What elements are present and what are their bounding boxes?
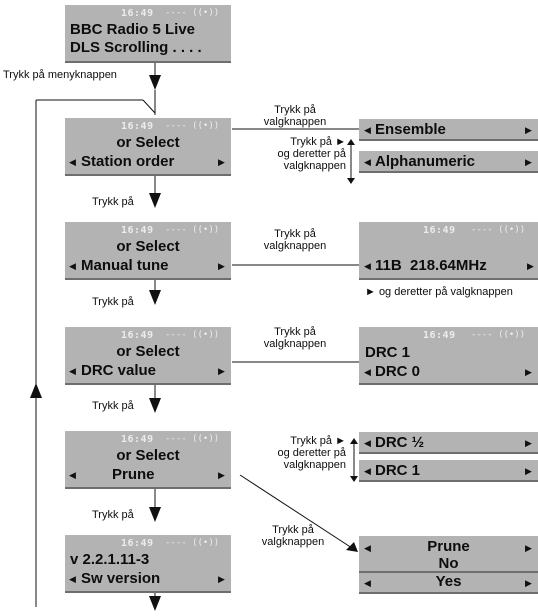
prune-option-no: No: [438, 555, 459, 572]
clock-time: 16:49: [423, 330, 456, 341]
menu-prompt: or Select: [116, 447, 180, 464]
label-press-play-then-select: Trykk på ► og deretter på valgknappen: [277, 435, 347, 471]
label-press: Trykk på: [92, 400, 134, 412]
right-arrow-icon: ▶: [525, 125, 532, 135]
label-press-play-then-select: Trykk på ► og deretter på valgknappen: [277, 136, 347, 172]
option-label: Ensemble: [375, 121, 446, 138]
left-arrow-icon: ◀: [69, 157, 76, 167]
prune-title: Prune: [427, 538, 470, 555]
signal-strength-indicator: ---- ((•)): [471, 330, 526, 340]
screen-station-order: 16:49 ---- ((•)) or Select ◀ Station ord…: [65, 118, 231, 176]
label-press-menu: Trykk på menyknappen: [3, 69, 117, 81]
signal-strength-indicator: ---- ((•)): [471, 225, 526, 235]
left-arrow-icon: ◀: [364, 466, 371, 476]
menu-item-label: Sw version: [81, 570, 161, 587]
right-arrow-icon: ▶: [218, 261, 225, 271]
option-drc-1: ◀ DRC 1 ▶: [359, 460, 538, 482]
signal-strength-indicator: ---- ((•)): [165, 538, 220, 548]
screen-prune: 16:49 ---- ((•)) or Select ◀ Prune ▶: [65, 431, 231, 489]
station-name: BBC Radio 5 Live: [70, 21, 196, 38]
option-drc-half: ◀ DRC ½ ▶: [359, 432, 538, 454]
left-arrow-icon: ◀: [364, 543, 371, 553]
signal-strength-indicator: ---- ((•)): [165, 8, 220, 18]
left-arrow-icon: ◀: [69, 261, 76, 271]
left-arrow-icon: ◀: [364, 438, 371, 448]
screen-home: 16:49 ---- ((•)) BBC Radio 5 Live DLS Sc…: [65, 5, 231, 63]
left-arrow-icon: ◀: [69, 470, 76, 480]
left-arrow-icon: ◀: [69, 574, 76, 584]
clock-time: 16:49: [121, 538, 154, 549]
left-arrow-icon: ◀: [364, 367, 371, 377]
right-arrow-icon: ▶: [218, 574, 225, 584]
menu-item-label: DRC value: [81, 362, 157, 379]
label-press: Trykk på: [92, 296, 134, 308]
label-press-select: Trykk på valgknappen: [261, 524, 325, 548]
right-arrow-icon: ▶: [525, 466, 532, 476]
menu-item-label: Station order: [81, 153, 175, 170]
left-arrow-icon: ◀: [364, 578, 371, 588]
left-arrow-icon: ◀: [364, 157, 371, 167]
label-press: Trykk på: [92, 196, 134, 208]
screen-drc-select: 16:49 ---- ((•)) DRC 1 ◀ DRC 0 ▶: [359, 327, 538, 385]
dialog-divider: [359, 571, 538, 573]
frequency-value: 11B 218.64MHz: [375, 257, 487, 274]
option-label: DRC 1: [375, 462, 421, 479]
clock-time: 16:49: [423, 225, 456, 236]
right-arrow-icon: ▶: [525, 157, 532, 167]
option-label: Alphanumeric: [375, 153, 476, 170]
screen-manual-tune: 16:49 ---- ((•)) or Select ◀ Manual tune…: [65, 222, 231, 280]
dialog-prune-confirm: ◀ Prune ▶ No ◀ Yes ▶: [359, 536, 538, 594]
right-arrow-icon: ▶: [525, 543, 532, 553]
clock-time: 16:49: [121, 434, 154, 445]
screen-sw-version: 16:49 ---- ((•)) v 2.2.1.11-3 ◀ Sw versi…: [65, 535, 231, 593]
right-arrow-icon: ▶: [525, 578, 532, 588]
right-arrow-icon: ▶: [218, 157, 225, 167]
version-number: v 2.2.1.11-3: [70, 551, 150, 568]
left-arrow-icon: ◀: [364, 125, 371, 135]
right-arrow-icon: ▶: [218, 366, 225, 376]
label-press-select: Trykk på valgknappen: [263, 104, 327, 128]
clock-time: 16:49: [121, 330, 154, 341]
label-play-then-select: ► og deretter på valgknappen: [365, 286, 513, 298]
menu-prompt: or Select: [116, 134, 180, 151]
drc-current-value: DRC 1: [365, 344, 411, 361]
right-arrow-icon: ▶: [218, 470, 225, 480]
menu-prompt: or Select: [116, 343, 180, 360]
prune-option-yes: Yes: [435, 573, 462, 590]
right-arrow-icon: ▶: [527, 261, 534, 271]
signal-strength-indicator: ---- ((•)): [165, 121, 220, 131]
option-ensemble: ◀ Ensemble ▶: [359, 119, 538, 141]
option-alphanumeric: ◀ Alphanumeric ▶: [359, 151, 538, 173]
option-label: DRC ½: [375, 434, 425, 451]
left-arrow-icon: ◀: [364, 261, 371, 271]
clock-time: 16:49: [121, 225, 154, 236]
label-press: Trykk på: [92, 509, 134, 521]
clock-time: 16:49: [121, 8, 154, 19]
drc-option: DRC 0: [375, 363, 421, 380]
menu-item-label: Prune: [112, 466, 155, 483]
menu-item-label: Manual tune: [81, 257, 169, 274]
screen-drc-value: 16:49 ---- ((•)) or Select ◀ DRC value ▶: [65, 327, 231, 385]
menu-prompt: or Select: [116, 238, 180, 255]
signal-strength-indicator: ---- ((•)): [165, 330, 220, 340]
right-arrow-icon: ▶: [525, 438, 532, 448]
screen-manual-tune-frequency: 16:49 ---- ((•)) ◀ 11B 218.64MHz ▶: [359, 222, 538, 280]
label-press-select: Trykk på valgknappen: [263, 326, 327, 350]
signal-strength-indicator: ---- ((•)): [165, 434, 220, 444]
clock-time: 16:49: [121, 121, 154, 132]
signal-strength-indicator: ---- ((•)): [165, 225, 220, 235]
dls-text: DLS Scrolling . . . .: [70, 39, 202, 56]
label-press-select: Trykk på valgknappen: [263, 228, 327, 252]
left-arrow-icon: ◀: [69, 366, 76, 376]
right-arrow-icon: ▶: [525, 367, 532, 377]
